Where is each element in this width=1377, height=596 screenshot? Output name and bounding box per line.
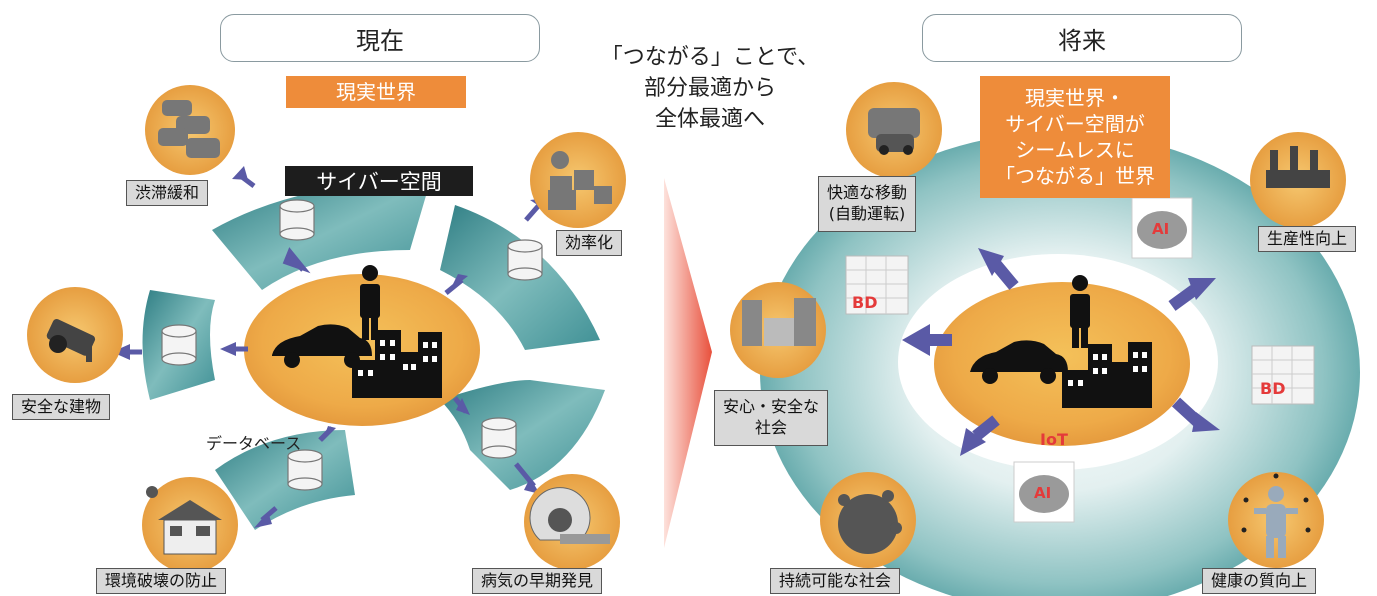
label-sustainable: 持続可能な社会 [770, 568, 901, 594]
label-efficiency: 効率化 [556, 230, 623, 256]
label-disease: 病気の早期発見 [472, 568, 603, 594]
header-future: 将来 [922, 14, 1242, 62]
label-environment: 環境破壊の防止 [96, 568, 227, 594]
person-icon [360, 265, 380, 340]
bd-block-2 [1251, 345, 1315, 405]
brain-icon [1019, 475, 1069, 513]
safe-society-line1: 安心・安全な [723, 397, 820, 417]
tag-cyber-space: サイバー空間 [285, 166, 473, 196]
transition-chevron [664, 178, 712, 548]
label-congestion: 渋滞緩和 [126, 180, 209, 206]
center-line3: 全体最適へ [654, 107, 765, 133]
db-cylinders-left [161, 199, 543, 491]
header-current: 現在 [220, 14, 540, 62]
seamless-line2: サイバー空間が [1005, 112, 1145, 136]
bd-label-1: BD [852, 293, 878, 312]
center-line2: 部分最適から [643, 76, 776, 102]
center-message: 「つながる」ことで、 部分最適から 全体最適へ [594, 42, 826, 136]
seamless-line4: 「つながる」世界 [995, 164, 1155, 188]
bd-label-2: BD [1260, 379, 1286, 398]
mobility-line2: (自動運転) [828, 204, 906, 223]
arrows-right [902, 248, 1220, 456]
label-productivity: 生産性向上 [1258, 226, 1357, 252]
label-health: 健康の質向上 [1202, 568, 1317, 594]
safe-society-line2: 社会 [755, 418, 788, 437]
label-safe-society: 安心・安全な 社会 [714, 390, 829, 446]
car-icon-right [970, 340, 1068, 384]
tag-seamless-world: 現実世界・ サイバー空間が シームレスに 「つながる」世界 [980, 76, 1170, 198]
label-mobility: 快適な移動 (自動運転) [818, 176, 917, 232]
brain-icon [1137, 211, 1187, 249]
bd-block-1 [845, 255, 909, 315]
ai-label-2: AI [1034, 484, 1052, 502]
seamless-line3: シームレスに [1015, 138, 1135, 162]
iot-label: IoT [1040, 430, 1068, 449]
seamless-line1: 現実世界・ [1025, 86, 1125, 110]
person-icon-right [1070, 275, 1090, 348]
cyber-space-arcs [142, 181, 605, 530]
ai-label-1: AI [1152, 220, 1170, 238]
label-safe-building: 安全な建物 [12, 394, 111, 420]
buildings-icon-right [1062, 342, 1152, 408]
buildings-icon [352, 330, 442, 398]
center-line1: 「つながる」ことで、 [600, 45, 820, 70]
mobility-line1: 快適な移動 [827, 183, 908, 203]
database-label: データベース [206, 434, 302, 453]
tag-real-world: 現実世界 [286, 76, 466, 108]
